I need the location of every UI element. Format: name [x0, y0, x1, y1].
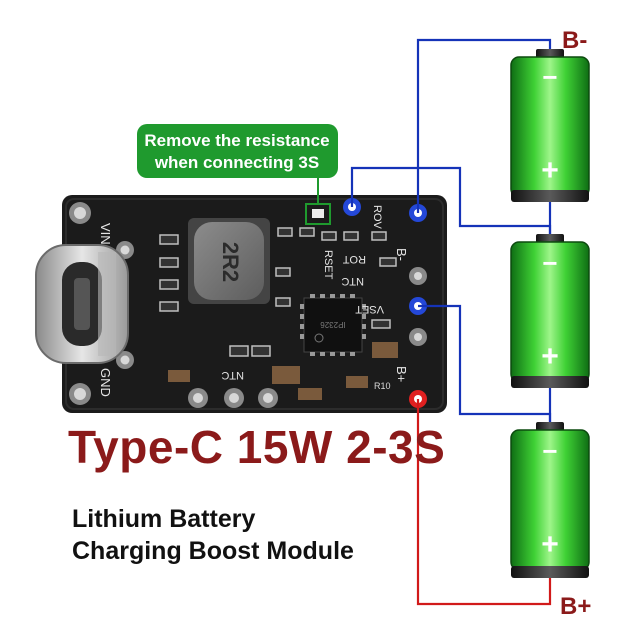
- battery-bottom-minus: −: [542, 436, 557, 466]
- battery-top-plus: +: [541, 154, 559, 187]
- inductor-label: 2R2: [218, 242, 243, 282]
- ntc-bottom-pads: [188, 388, 278, 408]
- usb-c-port: [35, 244, 129, 364]
- rov-label: ROV: [371, 205, 383, 230]
- pad-b-plus-label: B+: [394, 366, 409, 382]
- rot-label: ROT: [343, 253, 367, 265]
- product-title: Type-C 15W 2-3S: [68, 421, 446, 473]
- pad-b-minus-label: B-: [394, 248, 409, 261]
- callout: Remove the resistance when connecting 3S: [137, 124, 338, 225]
- gnd-label: GND: [98, 368, 113, 397]
- battery-top-minus: −: [542, 62, 557, 92]
- callout-box: [137, 124, 338, 178]
- vset-label: VSET: [355, 303, 384, 315]
- battery-middle-plus: +: [541, 340, 559, 373]
- r10-label: R10: [374, 381, 391, 391]
- battery-middle-minus: −: [542, 248, 557, 278]
- callout-line1: Remove the resistance: [144, 131, 329, 150]
- highlight-resistor-box: [305, 203, 331, 225]
- ntc-label-b: NTC: [221, 369, 244, 381]
- pcb-board: 2R2 IP2326: [35, 195, 447, 413]
- positive-wire: [416, 399, 552, 606]
- battery-middle: − +: [510, 234, 590, 388]
- battery-bottom-plus: +: [541, 528, 559, 561]
- vin-label: VIN: [98, 223, 113, 245]
- callout-line2: when connecting 3S: [154, 153, 319, 172]
- product-subtitle-line2: Charging Boost Module: [72, 537, 354, 565]
- smd-components: [159, 227, 398, 400]
- mounting-hole-top: [69, 202, 91, 224]
- terminal-negative-label: B-: [562, 27, 587, 54]
- rset-label: RSET: [322, 250, 334, 280]
- wire-b-plus: [416, 399, 552, 606]
- mounting-hole-bottom: [69, 383, 91, 405]
- battery-bottom: − +: [510, 422, 590, 578]
- ntc-label-a: NTC: [341, 275, 364, 287]
- battery-top: − +: [510, 49, 590, 202]
- terminal-positive-label: B+: [560, 593, 591, 620]
- chip-label: IP2326: [320, 320, 346, 329]
- inductor: 2R2: [188, 218, 270, 304]
- product-subtitle-line1: Lithium Battery: [72, 505, 256, 533]
- ic-chip: IP2326: [300, 294, 366, 356]
